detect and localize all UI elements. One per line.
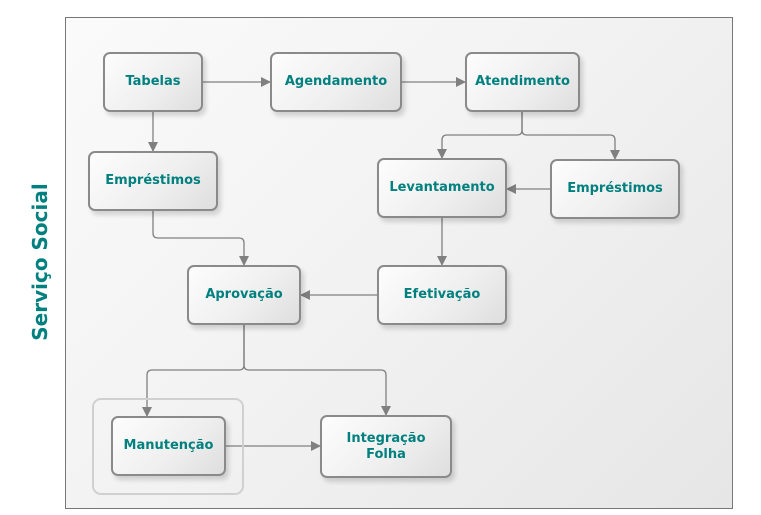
connector-emprestimos-aprovacao	[152, 211, 249, 266]
connector-atendimento-levantamento	[437, 112, 523, 159]
node-efetivacao[interactable]: Efetivação	[377, 265, 507, 325]
node-levantamento[interactable]: Levantamento	[377, 158, 507, 218]
node-emprestimos-right[interactable]: Empréstimos	[550, 159, 680, 219]
node-integracao-folha[interactable]: Integração Folha	[320, 415, 452, 478]
node-agendamento[interactable]: Agendamento	[270, 52, 402, 112]
node-tabelas[interactable]: Tabelas	[103, 52, 203, 112]
node-aprovacao[interactable]: Aprovação	[187, 265, 301, 325]
connector-atendimento-emprestimos	[521, 112, 620, 160]
swimlane-header	[15, 17, 66, 509]
node-manutencao[interactable]: Manutenção	[111, 416, 226, 476]
selection-highlight	[92, 398, 244, 495]
node-atendimento[interactable]: Atendimento	[465, 52, 580, 112]
node-emprestimos-left[interactable]: Empréstimos	[88, 151, 218, 211]
connector-aprovacao-integracao	[243, 325, 391, 416]
